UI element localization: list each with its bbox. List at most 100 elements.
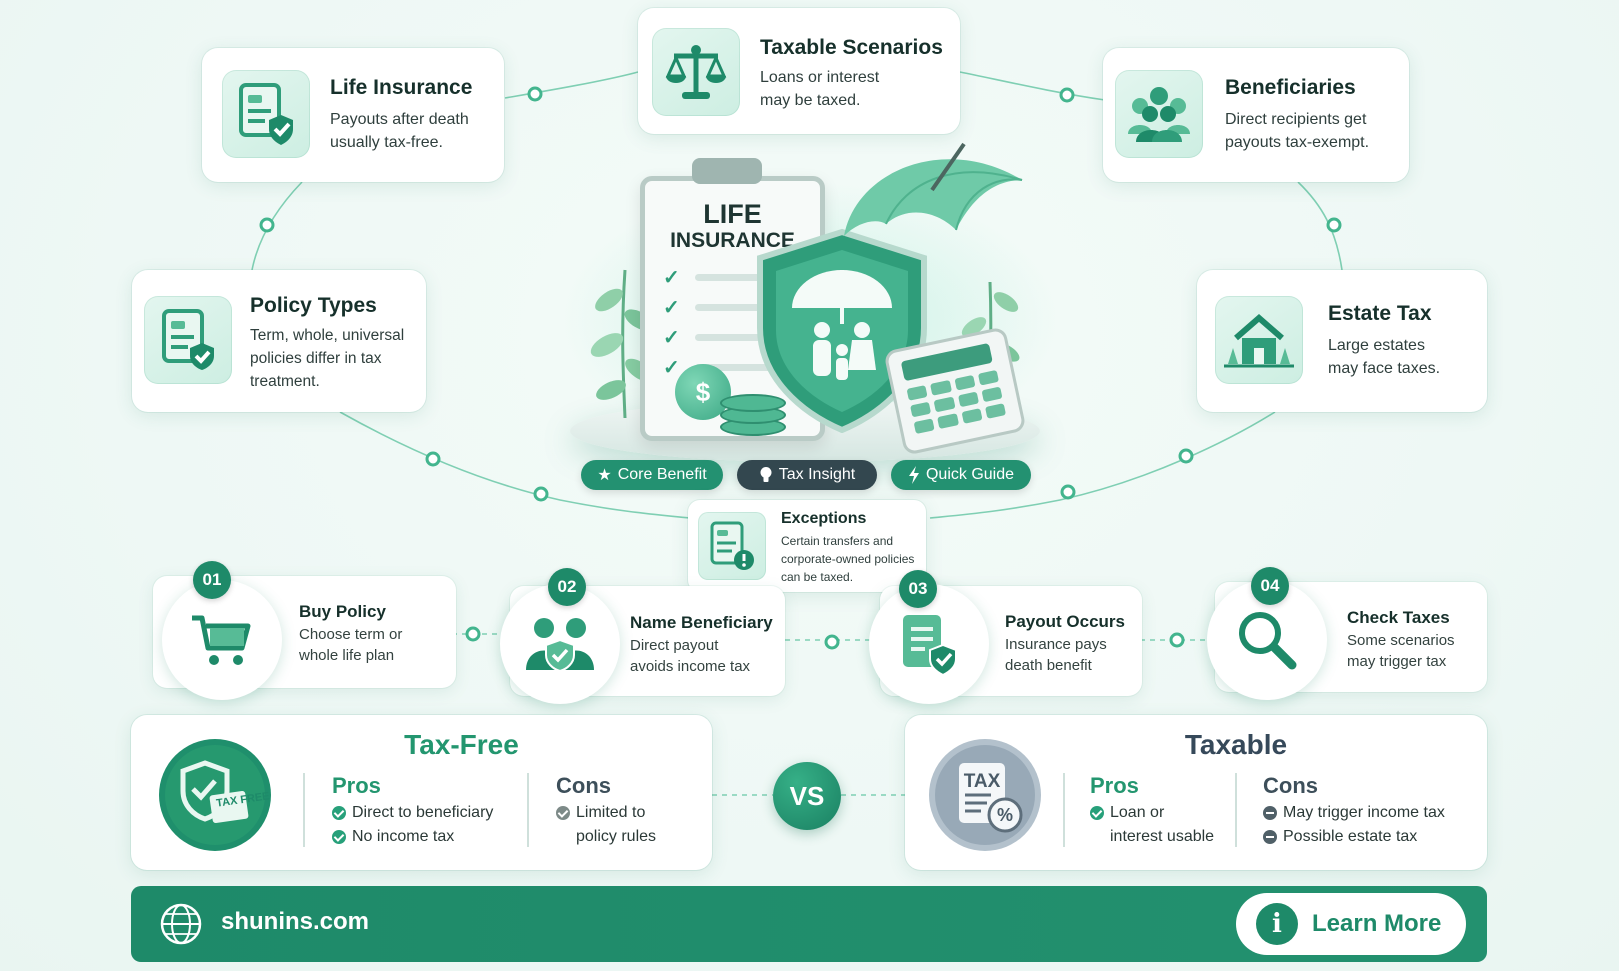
card-desc-line1: Certain transfers and [781,534,894,548]
comparison-title: Tax-Free [404,729,519,760]
card-desc-line3: treatment. [250,373,320,390]
coin-stack [720,394,786,412]
tax-document-icon [929,739,1041,851]
scales-icon [652,28,740,116]
comparison-title: Taxable [1184,729,1288,760]
divider [303,773,305,847]
check-icon: ✓ [663,267,680,289]
pill-quick-guide[interactable]: Quick Guide [891,460,1031,490]
minus-circle-icon [1263,830,1277,844]
divider [527,773,529,847]
shield-family-umbrella-icon [757,228,927,433]
learn-more-label: Learn More [1312,910,1442,937]
leaf-decoration-icon [590,269,654,419]
card-desc-line1: Large estates [1328,337,1425,354]
check-icon: ✓ [663,297,680,319]
card-title: Estate Tax [1328,302,1432,325]
footer-site-link[interactable]: shunins.com [221,908,370,935]
cons-label: Cons [556,773,611,798]
document-shield-icon [222,70,310,158]
clipboard-clip [692,158,762,184]
card-desc-line2: may be taxed. [760,92,861,109]
vs-badge: VS [773,762,841,830]
step-number-badge: 03 [899,570,937,608]
step-desc-line1: Insurance pays [1005,636,1107,653]
card-desc-line2: usually tax-free. [330,134,443,151]
card-title: Taxable Scenarios [760,36,943,59]
pro-item: Direct to beneficiary [332,801,493,825]
con-item: Possible estate tax [1263,825,1417,849]
tax-free-badge-icon [159,739,271,851]
card-desc-line2: payouts tax-exempt. [1225,134,1370,151]
step-title: Buy Policy [299,602,386,621]
check-icon: ✓ [663,357,680,379]
people-shield-icon [526,618,594,673]
check-circle-icon [556,806,570,820]
card-title: Life Insurance [330,76,473,99]
footer-bar: shunins.com i Learn More [131,886,1487,962]
step-desc-line1: Some scenarios [1347,632,1455,649]
card-title: Exceptions [781,510,867,527]
divider [1235,773,1237,847]
umbrella-icon [844,142,1023,236]
card-life-insurance[interactable]: Life Insurance Payouts after death usual… [202,48,504,182]
step-desc-line2: avoids income tax [630,658,751,675]
pill-label: Tax Insight [778,466,856,483]
con-item: May trigger income tax [1263,801,1445,825]
step-desc-line2: death benefit [1005,657,1092,674]
step-desc-line1: Choose term or [299,626,403,643]
step-number-badge: 02 [548,568,586,606]
card-desc-line1: Term, whole, universal [250,327,405,344]
check-icon: ✓ [663,327,680,349]
step-number-badge: 01 [193,561,231,599]
card-desc-line2: corporate-owned policies [781,552,915,566]
card-estate-tax[interactable]: Estate Tax Large estates may face taxes. [1197,270,1487,412]
document-shield-icon [903,615,957,677]
pros-label: Pros [332,773,381,798]
document-check-icon [144,296,232,384]
clipboard-title-line1: LIFE [703,199,762,229]
pros-label: Pros [1090,773,1139,798]
step-desc-line2: may trigger tax [1347,653,1447,670]
cons-label: Cons [1263,773,1318,798]
divider [1063,773,1065,847]
star-icon: ★ [597,467,612,484]
magnifier-icon [1239,612,1297,670]
pill-tax-insight[interactable]: Tax Insight [737,460,877,490]
learn-more-button[interactable]: i Learn More [1236,893,1466,955]
card-policy-types[interactable]: Policy Types Term, whole, universal poli… [132,270,426,412]
minus-circle-icon [1263,806,1277,820]
card-taxable-scenarios[interactable]: Taxable Scenarios Loans or interest may … [638,8,960,134]
card-desc-line2: may face taxes. [1328,360,1441,377]
lightbulb-icon [760,467,772,482]
card-desc-line1: Loans or interest [760,69,880,86]
cart-icon [192,615,251,665]
card-desc-line1: Payouts after death [330,111,469,128]
document-alert-icon [698,512,766,580]
card-beneficiaries[interactable]: Beneficiaries Direct recipients get payo… [1103,48,1409,182]
pill-label: Core Benefit [617,466,707,483]
comparison-tax-free: TAX FREE Tax-Free Pros Direct to benefic… [131,715,712,870]
step-desc-line2: whole life plan [299,647,395,664]
tax-percent-symbol: % [996,805,1013,825]
clipboard-title-line2: INSURANCE [670,229,795,252]
card-desc-line3: can be taxed. [781,570,854,584]
tax-document-label: TAX [963,771,1001,792]
card-desc-line2: policies differ in tax [250,350,382,367]
step-title: Check Taxes [1347,608,1450,627]
lightning-icon [908,466,919,484]
check-circle-icon [332,830,346,844]
step-number-badge: 04 [1251,567,1289,605]
card-title: Policy Types [250,294,377,317]
step-title: Payout Occurs [1005,612,1125,631]
pill-core-benefit[interactable]: ★ Core Benefit [581,460,723,490]
globe-icon [160,903,202,945]
card-desc-line1: Direct recipients get [1225,111,1367,128]
step-circle [162,580,282,700]
card-title: Beneficiaries [1225,76,1356,99]
check-circle-icon [332,806,346,820]
card-exceptions[interactable]: Exceptions Certain transfers and corpora… [688,500,926,592]
